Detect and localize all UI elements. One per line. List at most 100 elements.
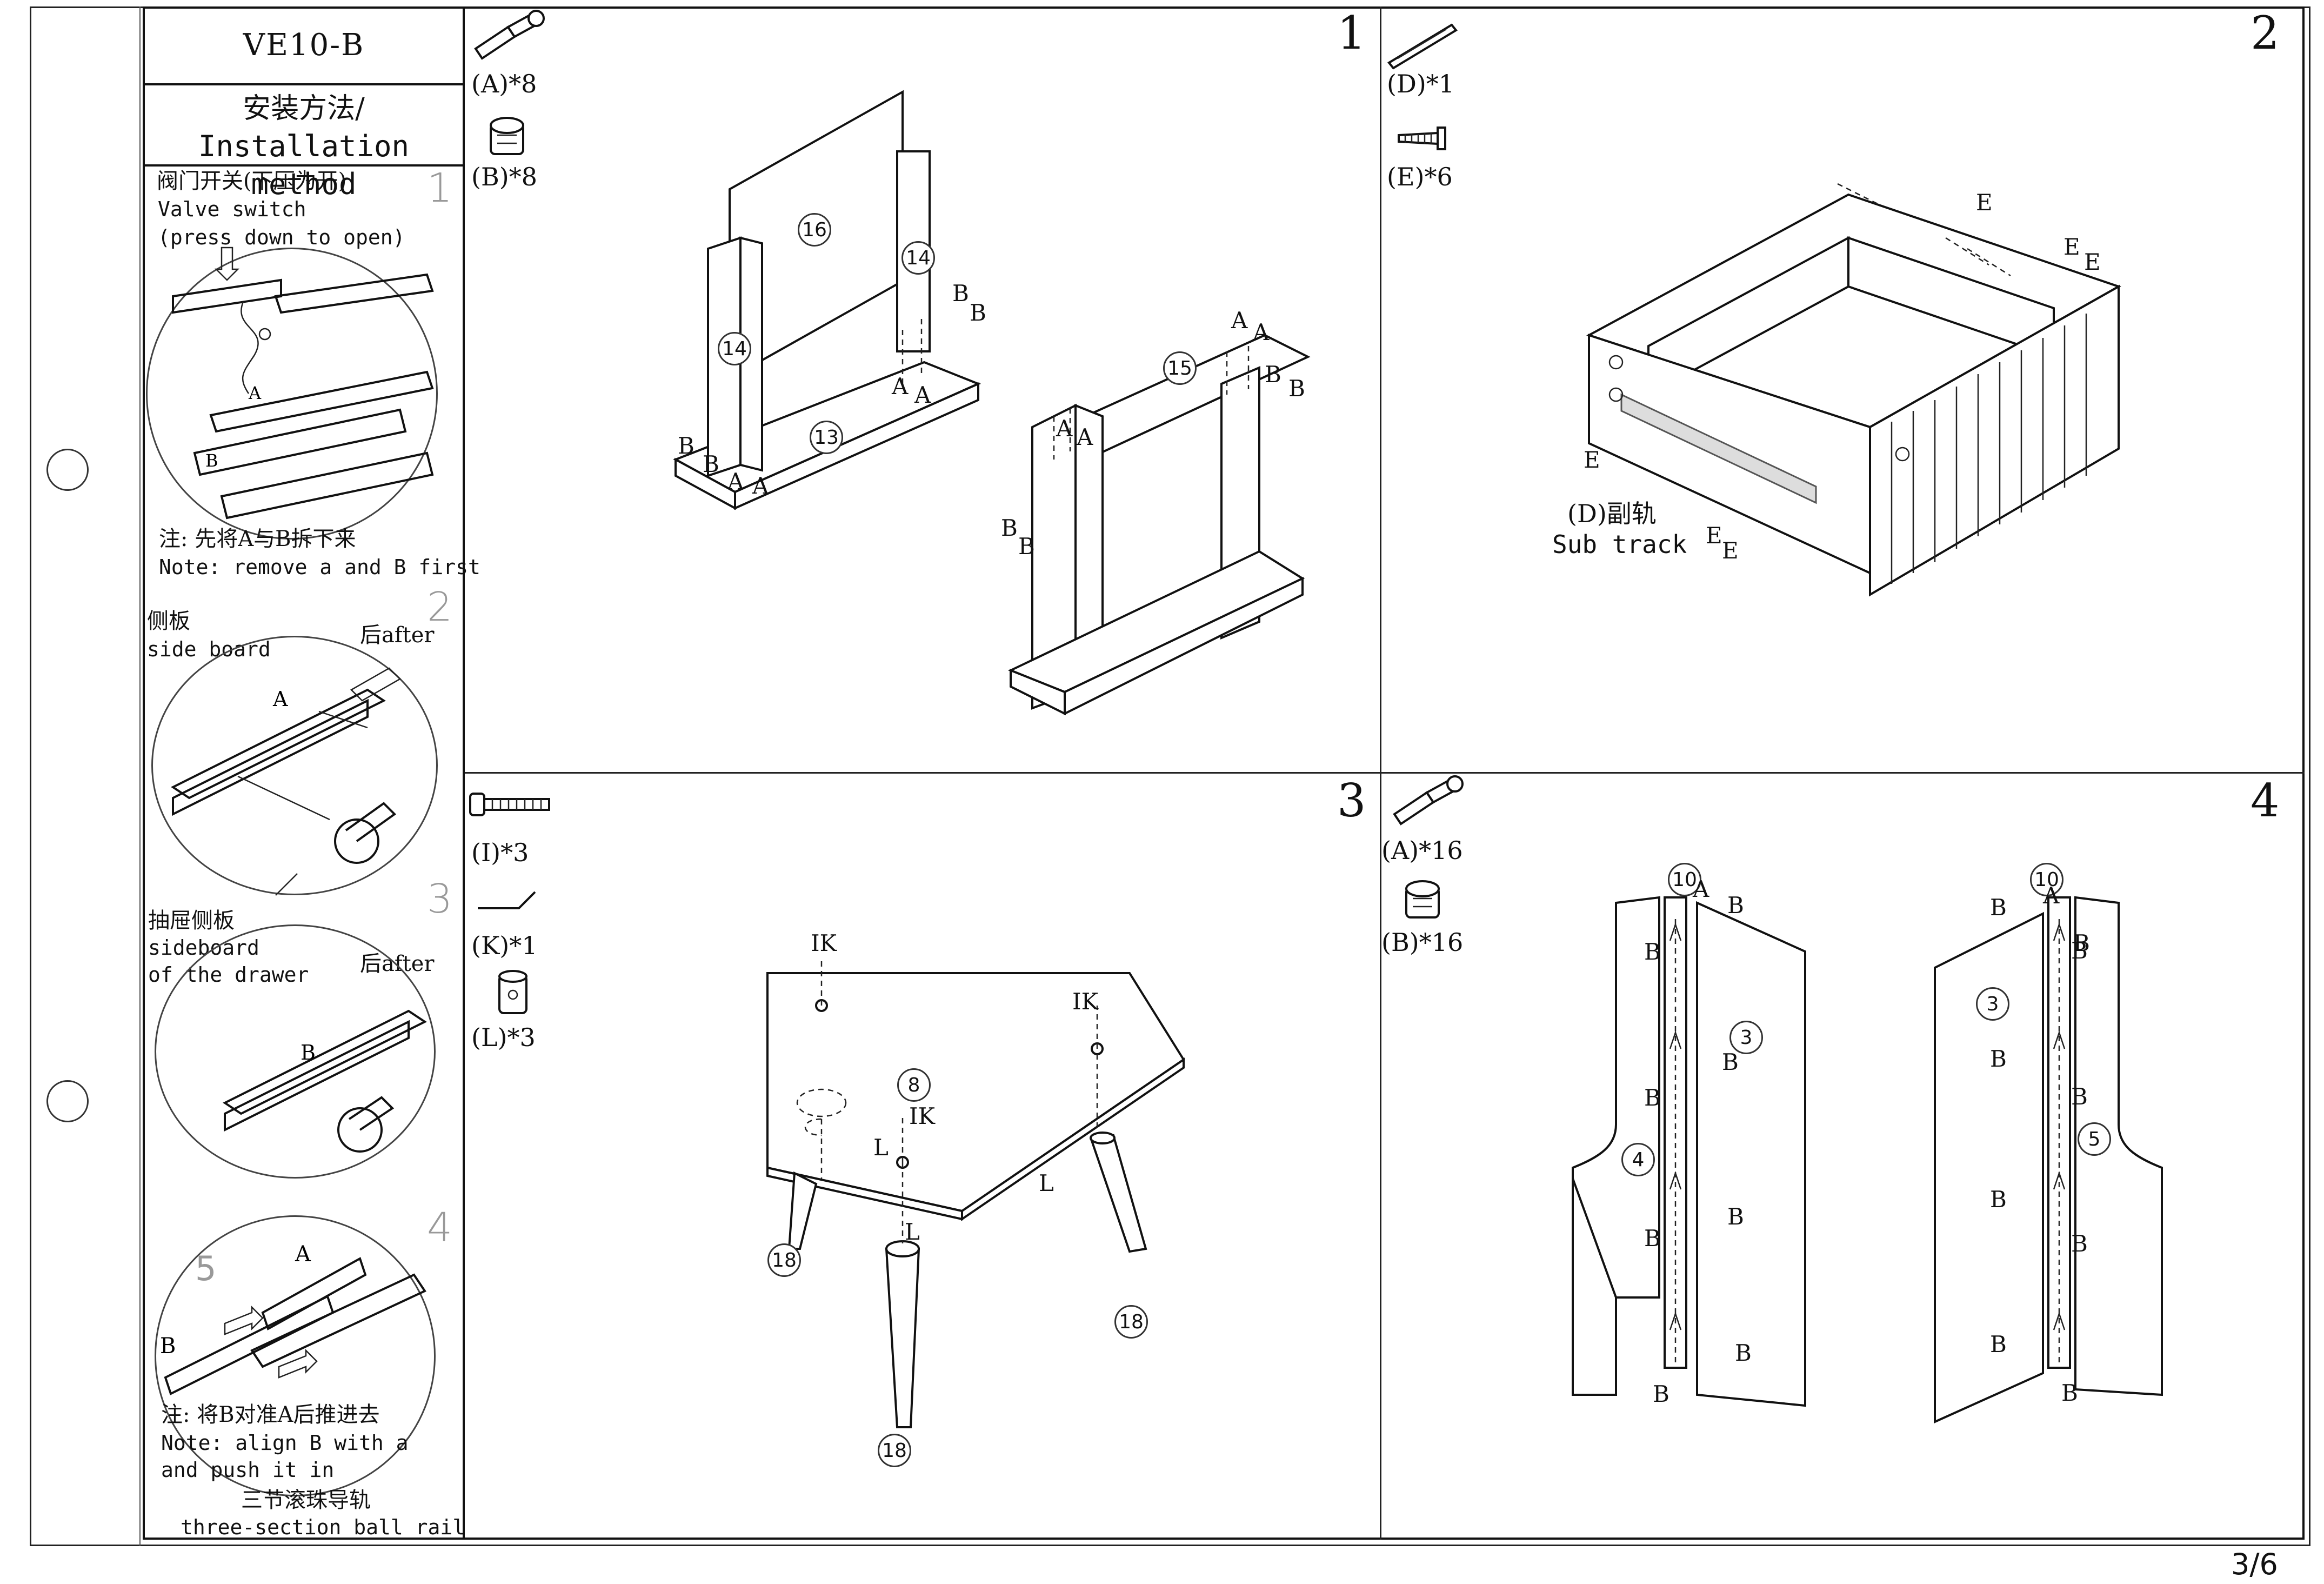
panel3-part-8: 8 <box>897 1068 931 1102</box>
screw-icon <box>1398 127 1446 150</box>
title-chinese: 安装方法/ <box>243 92 365 125</box>
panel4-part-3-left: 3 <box>1729 1021 1763 1054</box>
panel3-label: IK <box>909 1103 935 1129</box>
panel1-label: A <box>727 468 744 495</box>
panel4-label: A <box>2043 882 2060 909</box>
panel1-label: A <box>752 472 769 499</box>
document-title: 安装方法/ Installation method <box>143 85 465 201</box>
panel4-label: B <box>2071 1230 2088 1257</box>
panel1-part-16: 16 <box>798 213 831 247</box>
panel1-label: A <box>892 373 909 400</box>
panel2-label: E <box>2084 249 2101 275</box>
step2-chinese: 侧板 <box>147 609 190 634</box>
panel1-label: B <box>952 280 969 307</box>
panel3-part-18-front: 18 <box>878 1434 911 1467</box>
panel4-label: B <box>1990 1046 2007 1072</box>
panel3-label: L <box>905 1219 920 1245</box>
rail-name-chinese: 三节滚珠导轨 <box>241 1488 371 1513</box>
binder-hole-top <box>46 449 89 491</box>
step2-rail-illustration: A <box>171 667 402 896</box>
panel4-part-4: 4 <box>1621 1143 1655 1176</box>
panel1-label: B <box>1001 515 1018 541</box>
panel3-label: L <box>1039 1170 1054 1196</box>
step4-label-a: A <box>295 1242 311 1267</box>
page-number: 3/6 <box>2231 1547 2278 1581</box>
panel4-label: B <box>1990 894 2007 921</box>
panel3-label: IK <box>811 930 837 956</box>
panel3-label: IK <box>1072 988 1098 1015</box>
panel2-label: E <box>2063 234 2080 260</box>
panel4-label: B <box>2073 930 2090 956</box>
step4-note-english-line2: and push it in <box>161 1458 335 1482</box>
panel1-label: B <box>1265 361 1281 388</box>
step1-detail-circle <box>146 248 438 540</box>
panel4-label: B <box>1644 1225 1661 1252</box>
panel-divider-horizontal <box>465 772 2305 774</box>
panel4-part-5: 5 <box>2078 1122 2111 1156</box>
panel2-sub-track-english: Sub track <box>1552 530 1687 559</box>
panel4-label: B <box>2061 1380 2078 1406</box>
panel1-assembly-illustration <box>673 90 1311 716</box>
panel1-part-15: 15 <box>1163 351 1197 385</box>
panel1-part-b: (B)*8 <box>471 162 537 191</box>
panel1-label: A <box>1231 307 1248 334</box>
panel2-label: E <box>1706 522 1722 549</box>
panel1-label: A <box>1077 424 1093 450</box>
panel3-part-l: (L)*3 <box>471 1023 536 1052</box>
panel2-label: E <box>1976 189 1993 216</box>
panel4-label: A <box>1693 876 1709 902</box>
step1-number: 1 <box>427 165 453 211</box>
panel1-part-14-left: 14 <box>718 332 751 365</box>
panel4-panels-illustration <box>1572 896 2163 1424</box>
step4-label-b: B <box>160 1334 176 1359</box>
panel2-label: E <box>1722 537 1739 564</box>
panel1-label: A <box>1253 319 1270 345</box>
panel4-label: B <box>1644 1084 1661 1111</box>
step1-note-chinese: 注: 先将A与B拆下来 <box>159 527 356 551</box>
step3-rail-illustration: B <box>223 1009 427 1153</box>
step4-note-english-line1: Note: align B with a <box>161 1431 409 1455</box>
panel2-sub-track-chinese: (D)副轨 <box>1567 499 1657 528</box>
model-number: VE10-B <box>143 6 465 85</box>
panel4-label: B <box>1990 1331 2007 1357</box>
panel4-label: B <box>1990 1186 2007 1213</box>
panel1-label: B <box>703 451 719 477</box>
panel2-number: 2 <box>2250 6 2280 59</box>
binder-margin-line <box>139 6 141 1546</box>
panel4-label: B <box>1644 939 1661 965</box>
step3-label-b: B <box>300 1041 316 1064</box>
bolt-icon <box>469 793 550 816</box>
panel4-part-b: (B)*16 <box>1381 928 1464 957</box>
panel2-label: E <box>1584 447 1600 473</box>
step4-rail-illustration: 5 A B <box>160 1242 426 1395</box>
step2-detail-circle <box>151 636 438 895</box>
step1-note-english: Note: remove a and B first <box>159 555 480 579</box>
panel3-part-18-right: 18 <box>1114 1305 1148 1339</box>
panel1-label: B <box>1018 533 1035 560</box>
panel2-part-d: (D)*1 <box>1387 69 1455 98</box>
binder-hole-bottom <box>46 1080 89 1122</box>
cam-bolt-icon <box>474 10 545 60</box>
panel3-number: 3 <box>1337 774 1366 827</box>
step4-detail-circle <box>155 1215 436 1496</box>
panel4-part-3-right: 3 <box>1976 987 2009 1021</box>
step4-number5: 5 <box>195 1249 216 1288</box>
panel4-label: B <box>1727 892 1744 919</box>
allen-key-icon <box>478 891 536 909</box>
barrel-nut-icon <box>498 970 527 1014</box>
panel4-part-a: (A)*16 <box>1381 836 1463 865</box>
step4-number: 4 <box>427 1204 453 1251</box>
panel1-part-13: 13 <box>810 421 843 454</box>
step3-detail-circle <box>155 924 436 1179</box>
step2-after: 后after <box>360 623 435 648</box>
panel1-number: 1 <box>1337 6 1366 59</box>
cam-lock-icon <box>1405 880 1440 919</box>
step1-english-line2: (press down to open) <box>158 225 405 249</box>
panel1-part-14-right: 14 <box>901 241 935 275</box>
panel4-label: B <box>1722 1049 1739 1075</box>
panel4-label: B <box>2071 1083 2088 1110</box>
panel3-part-k: (K)*1 <box>471 931 538 960</box>
step1-label-a: A <box>248 383 262 403</box>
panel1-label: B <box>1288 375 1305 402</box>
panel4-label: B <box>2071 937 2088 964</box>
